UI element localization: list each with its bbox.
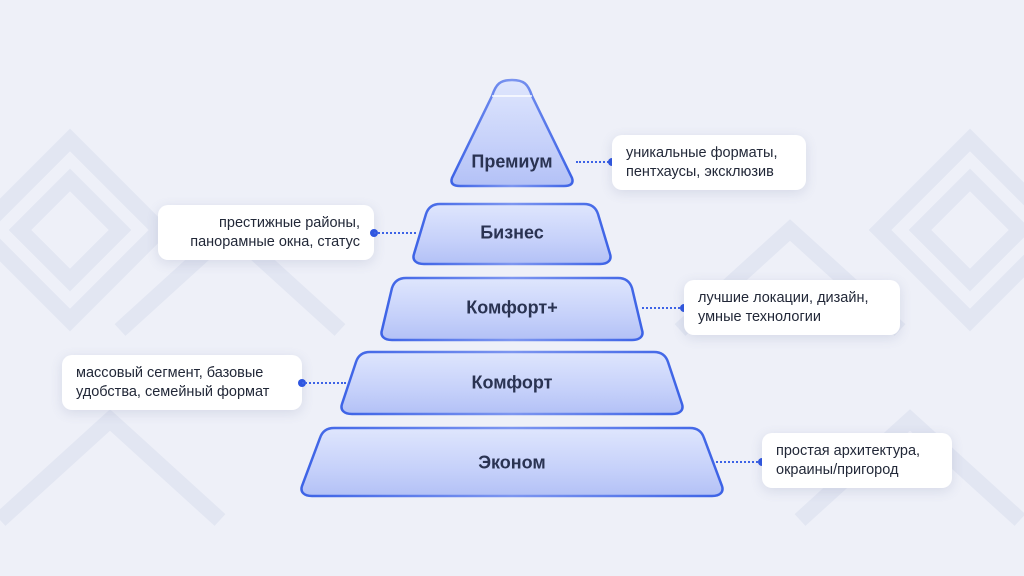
tier-economy-label: Эконом [478, 452, 546, 473]
economy-callout-line1: простая архитектура, [776, 443, 921, 459]
tier-premium-label: Премиум [471, 151, 553, 172]
economy-callout: простая архитектура, окраины/пригород [762, 433, 952, 488]
premium-callout-line2: пентхаусы, эксклюзив [626, 164, 774, 180]
tier-business-label: Бизнес [480, 222, 544, 243]
comfort-plus-callout-line2: умные технологии [698, 309, 821, 325]
premium-callout: уникальные форматы, пентхаусы, эксклюзив [612, 135, 806, 190]
economy-callout-line2: окраины/пригород [776, 462, 899, 478]
tier-comfort-label: Комфорт [471, 372, 553, 393]
comfort-connector [302, 382, 346, 384]
premium-callout-line1: уникальные форматы, [626, 145, 778, 161]
economy-connector [716, 461, 762, 463]
business-callout-line2: панорамные окна, статус [190, 234, 360, 250]
comfort-callout-line2: удобства, семейный формат [76, 384, 270, 400]
comfort-callout-line1: массовый сегмент, базовые [76, 365, 264, 381]
business-callout: престижные районы, панорамные окна, стат… [158, 205, 374, 260]
comfort-plus-callout-line1: лучшие локации, дизайн, [698, 290, 869, 306]
premium-connector [576, 161, 612, 163]
tier-comfort-plus-label: Комфорт+ [466, 297, 558, 318]
business-callout-line1: престижные районы, [219, 215, 360, 231]
comfort-plus-callout: лучшие локации, дизайн, умные технологии [684, 280, 900, 335]
comfort-callout: массовый сегмент, базовые удобства, семе… [62, 355, 302, 410]
comfort-plus-connector [642, 307, 684, 309]
business-connector [374, 232, 416, 234]
